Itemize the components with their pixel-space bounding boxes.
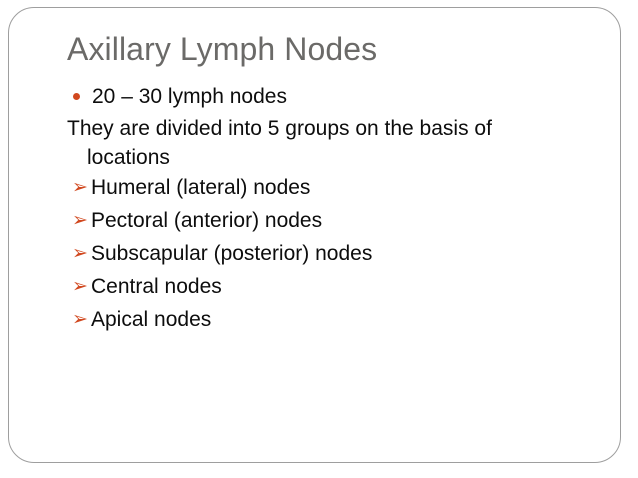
bullet-arrow-icon: ➢	[72, 275, 88, 297]
slide-border-frame	[8, 7, 621, 463]
list-item-label: 20 – 30 lymph nodes	[92, 85, 287, 108]
list-item-label: Central nodes	[91, 275, 222, 298]
list-item: 20 – 30 lymph nodes	[67, 82, 567, 111]
body-paragraph-line2: locations	[87, 146, 170, 169]
bullet-arrow-icon: ➢	[72, 308, 88, 330]
page-title: Axillary Lymph Nodes	[67, 31, 378, 67]
bullet-arrow-icon: ➢	[72, 242, 88, 264]
list-item: ➢ Central nodes	[67, 272, 567, 301]
list-item: ➢ Subscapular (posterior) nodes	[67, 239, 567, 268]
list-item-label: Pectoral (anterior) nodes	[91, 209, 323, 232]
slide-body-list: 20 – 30 lymph nodes They are divided int…	[67, 82, 567, 338]
bullet-arrow-icon: ➢	[72, 176, 88, 198]
list-item: ➢ Pectoral (anterior) nodes	[67, 206, 567, 235]
list-item-label: Humeral (lateral) nodes	[91, 176, 311, 199]
list-item-label: Subscapular (posterior) nodes	[91, 242, 373, 265]
list-item-label: Apical nodes	[91, 308, 212, 331]
body-paragraph-line1: They are divided into 5 groups on the ba…	[67, 117, 492, 140]
list-item: ➢ Apical nodes	[67, 305, 567, 334]
list-item: ➢ Humeral (lateral) nodes	[67, 173, 567, 202]
bullet-arrow-icon: ➢	[72, 209, 88, 231]
bullet-dot-icon	[73, 93, 80, 100]
body-paragraph: They are divided into 5 groups on the ba…	[67, 114, 567, 172]
